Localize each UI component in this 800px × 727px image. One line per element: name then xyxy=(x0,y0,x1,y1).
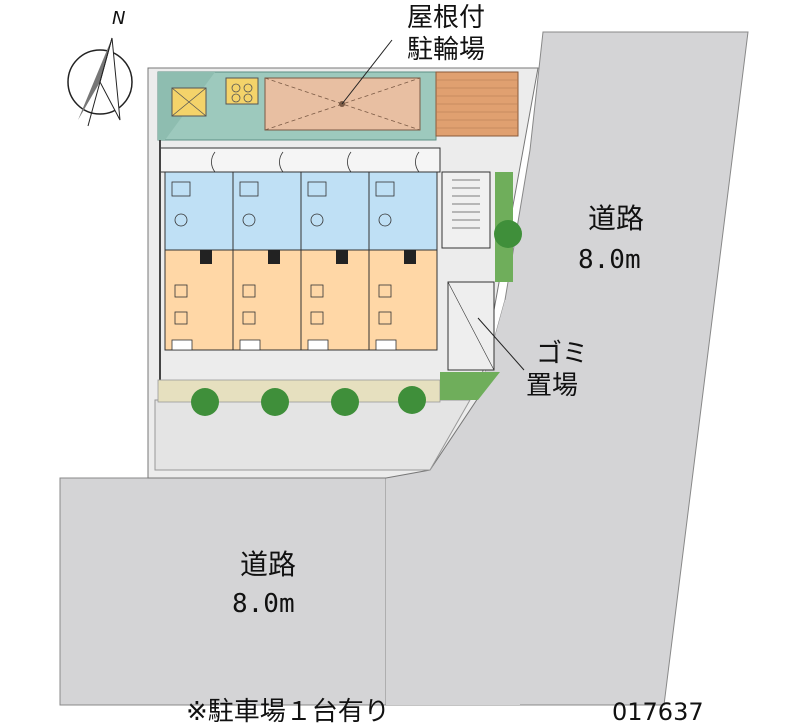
garbage-label-leader xyxy=(477,317,525,371)
shrub-icon xyxy=(494,220,522,248)
road-bottom-join xyxy=(386,300,520,705)
bike-parking-label-line1: 屋根付 xyxy=(407,3,485,33)
bike-parking-line xyxy=(264,77,421,131)
unit-2 xyxy=(232,171,302,351)
unit-1 xyxy=(164,171,234,351)
stair-steps xyxy=(452,179,480,229)
compass: N xyxy=(67,8,133,127)
garbage-area-label-line2: 置場 xyxy=(526,371,578,401)
door-swings xyxy=(211,151,420,173)
shrub-icon xyxy=(331,388,359,416)
road-bottom-name: 道路 xyxy=(240,548,296,581)
bike-parking-line xyxy=(264,77,421,131)
compass-north-label: N xyxy=(112,8,125,29)
shrubs xyxy=(191,220,522,416)
unit-4 xyxy=(368,171,438,351)
property-code: 017637 xyxy=(612,698,704,726)
garbage-area-label-line1: ゴミ xyxy=(536,339,588,369)
shrub-icon xyxy=(398,386,426,414)
road-right-width: 8.0m xyxy=(578,245,641,275)
road-bottom xyxy=(59,477,387,706)
bike-parking-label-line2: 駐輪場 xyxy=(407,35,485,65)
shrub-icon xyxy=(191,388,219,416)
compass-axis xyxy=(87,37,113,127)
stairs xyxy=(441,171,491,249)
road-bottom-width: 8.0m xyxy=(232,589,295,619)
shrub-icon xyxy=(261,388,289,416)
bathroom-fixtures xyxy=(171,181,395,227)
parking-note: ※駐車場１台有り xyxy=(186,697,390,727)
compass-needle-dark xyxy=(78,38,112,120)
hedge-strip xyxy=(440,372,500,400)
brick-pattern xyxy=(436,79,518,129)
corridor xyxy=(159,147,441,173)
road-right-name: 道路 xyxy=(588,202,644,235)
compass-circle xyxy=(67,49,133,115)
unit-3 xyxy=(300,171,370,351)
bike-label-leader xyxy=(341,39,393,105)
meter-box xyxy=(225,77,259,105)
